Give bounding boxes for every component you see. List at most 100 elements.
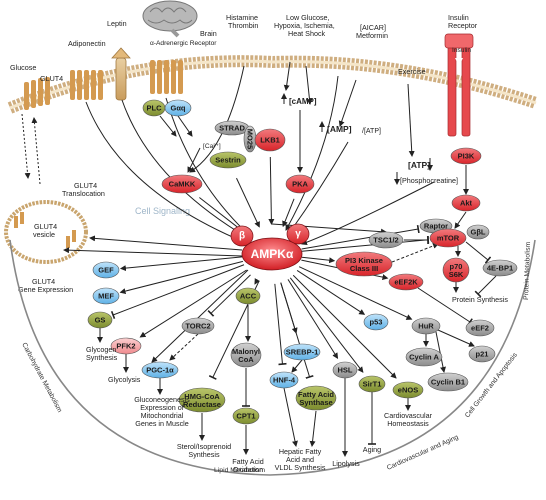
pathway-arc bbox=[9, 239, 536, 476]
edge bbox=[474, 275, 497, 298]
leptin-receptor bbox=[111, 47, 131, 101]
edge bbox=[289, 141, 349, 233]
camp-label: [cAMP] bbox=[289, 97, 317, 106]
output-glycolysis: Glycolysis bbox=[108, 375, 141, 384]
edge bbox=[271, 223, 387, 235]
edge bbox=[454, 211, 467, 229]
node-pi3k: PI3K bbox=[450, 147, 482, 165]
node-label: mTOR bbox=[437, 234, 460, 243]
node-plc: PLC bbox=[142, 99, 166, 117]
ampk-alpha-subunit bbox=[241, 237, 303, 271]
node-srebp: SREBP-1 bbox=[283, 343, 321, 361]
edge bbox=[268, 156, 275, 226]
node-label: MEF bbox=[98, 292, 114, 301]
watermark: Cell Signaling bbox=[135, 206, 190, 216]
glut4-label: GLUT4 bbox=[40, 74, 63, 83]
node-hur: HuR bbox=[411, 317, 441, 335]
edge bbox=[187, 147, 201, 173]
node-shape bbox=[388, 273, 424, 291]
edge bbox=[283, 387, 298, 447]
output-protein_synthesis: Protein Synthesis bbox=[452, 295, 508, 304]
node-label: p21 bbox=[476, 350, 489, 359]
node-label: Sestrin bbox=[215, 156, 241, 165]
phosphocreatine-label: [Phosphocreatine] bbox=[400, 176, 458, 185]
node-shape bbox=[451, 194, 481, 212]
node-shape bbox=[465, 319, 495, 337]
node-lkb1: LKB1 bbox=[254, 128, 286, 152]
node-p53: p53 bbox=[363, 313, 389, 331]
node-label: Raptor bbox=[424, 222, 448, 231]
node-label: PGC-1α bbox=[146, 366, 174, 375]
edge bbox=[301, 256, 336, 264]
node-shape bbox=[427, 372, 469, 392]
ampk-gamma-subunit bbox=[286, 223, 310, 245]
node-shape bbox=[110, 337, 142, 355]
node-label: TSC1/2 bbox=[373, 236, 398, 245]
edge bbox=[301, 224, 420, 250]
edge bbox=[254, 278, 261, 285]
node-label: PLC bbox=[147, 104, 163, 113]
node-label: STRAD bbox=[219, 124, 245, 133]
edge bbox=[305, 65, 313, 105]
amp-label: [AMP] bbox=[327, 124, 352, 134]
arc-label-cell-growth: Cell Growth and Apoptosis bbox=[464, 351, 519, 419]
node-label: HSL bbox=[338, 366, 353, 375]
node-shape bbox=[411, 317, 441, 335]
node-shape bbox=[405, 347, 443, 367]
node-label: eEF2K bbox=[394, 278, 418, 287]
edge bbox=[296, 269, 366, 315]
output-aging: Aging bbox=[363, 445, 381, 454]
edge bbox=[287, 279, 339, 359]
node-hnf4: HNF-4 bbox=[269, 371, 299, 389]
node-gaq: Gαq bbox=[164, 99, 192, 117]
node-shape bbox=[269, 371, 299, 389]
node-shape bbox=[295, 385, 337, 411]
node-shape bbox=[92, 261, 120, 279]
beta-label: β bbox=[239, 231, 245, 242]
node-label: TORC2 bbox=[185, 322, 210, 331]
output-lipolysis: Lipolysis bbox=[332, 459, 360, 468]
node-cpt1: CPT1 bbox=[232, 407, 260, 425]
edge bbox=[63, 247, 243, 257]
edge bbox=[165, 97, 251, 237]
calcium-label: [Ca²⁺] bbox=[203, 143, 221, 150]
node-shape bbox=[230, 342, 262, 368]
node-tsc: TSC1/2 bbox=[368, 231, 404, 249]
node-shape bbox=[235, 287, 261, 305]
node-label: Gαq bbox=[170, 104, 185, 113]
node-eef2: eEF2 bbox=[465, 319, 495, 337]
arc-label-lipid: Lipid Metabolism bbox=[214, 467, 265, 474]
node-pka: PKA bbox=[285, 174, 315, 194]
edge bbox=[274, 283, 287, 366]
edge bbox=[282, 198, 295, 228]
edge bbox=[189, 65, 245, 173]
edge bbox=[139, 269, 247, 338]
aicar-label: [AICAR]Metformin bbox=[356, 23, 388, 40]
node-label: CaMKK bbox=[169, 180, 196, 189]
node-eef2k: eEF2K bbox=[388, 273, 424, 291]
edge bbox=[437, 329, 475, 347]
edge bbox=[285, 75, 339, 231]
edge bbox=[89, 235, 243, 251]
node-mtor: mTOR bbox=[429, 228, 467, 248]
edge bbox=[291, 359, 303, 373]
node-label: LKB1 bbox=[260, 136, 280, 145]
edge bbox=[407, 83, 415, 157]
gamma-label: γ bbox=[295, 229, 301, 240]
node-shape bbox=[450, 147, 482, 165]
arc-label-cardio-aging: Cardiovascular and Aging bbox=[386, 434, 460, 472]
node-shape bbox=[392, 381, 424, 399]
atp-ratio-label: /[ATP] bbox=[362, 128, 381, 135]
low-glucose-label: Low Glucose,Hypoxia, Ischemia,Heat Shock bbox=[274, 13, 335, 38]
edge bbox=[465, 241, 492, 264]
edge bbox=[417, 287, 473, 326]
